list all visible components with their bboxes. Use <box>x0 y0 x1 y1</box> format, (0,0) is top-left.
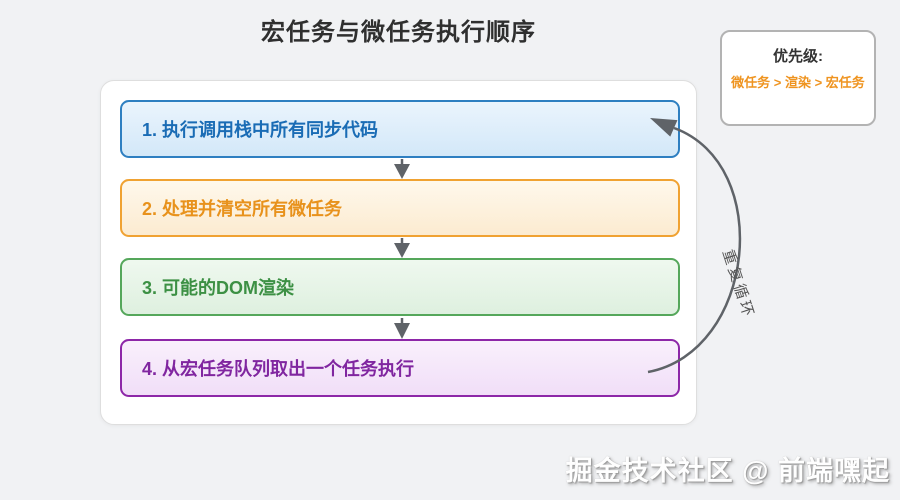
loop-label: 重复循环 <box>718 247 758 322</box>
step-label-2: 2. 处理并清空所有微任务 <box>142 199 343 219</box>
priority-panel: 优先级: 微任务 > 渲染 > 宏任务 <box>720 30 876 126</box>
step-label-1: 1. 执行调用栈中所有同步代码 <box>142 120 379 140</box>
watermark: 掘金技术社区 @ 前端嘿起 <box>565 456 890 486</box>
page-title: 宏任务与微任务执行顺序 <box>261 19 536 46</box>
priority-text: 微任务 > 渲染 > 宏任务 <box>731 75 865 90</box>
step-label-3: 3. 可能的DOM渲染 <box>142 278 295 298</box>
step-box-3: 3. 可能的DOM渲染 <box>120 258 680 316</box>
step-box-4: 4. 从宏任务队列取出一个任务执行 <box>120 339 680 397</box>
priority-title: 优先级: <box>773 48 823 65</box>
step-label-4: 4. 从宏任务队列取出一个任务执行 <box>142 359 415 379</box>
step-box-1: 1. 执行调用栈中所有同步代码 <box>120 100 680 158</box>
step-box-2: 2. 处理并清空所有微任务 <box>120 179 680 237</box>
